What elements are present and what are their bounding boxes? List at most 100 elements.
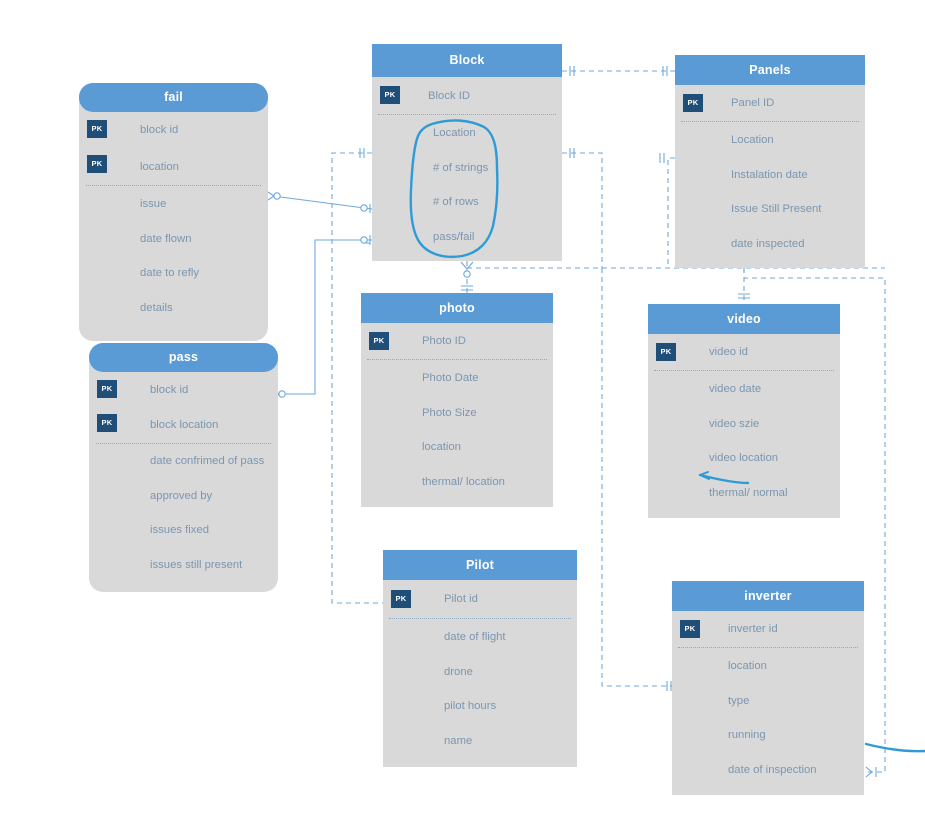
pk-badge: PK — [87, 155, 107, 173]
entity-block-attribute-row[interactable]: # of strings — [372, 151, 562, 186]
entity-block-attribute-row[interactable]: pass/fail — [372, 220, 562, 255]
key-separator — [378, 114, 556, 115]
entity-pass-attribute-row[interactable]: issues still present — [89, 548, 278, 583]
attribute-label: Issue Still Present — [731, 203, 822, 216]
attribute-label: Location — [731, 134, 774, 147]
attribute-label: date confrimed of pass — [150, 455, 265, 468]
entity-fail-attribute-row[interactable]: issue — [79, 187, 268, 222]
entity-panels-attribute-row[interactable]: Instalation date — [675, 158, 865, 193]
key-separator — [86, 185, 261, 186]
entity-video-key-row[interactable]: PK video id — [648, 334, 840, 370]
attribute-label: video szie — [709, 417, 760, 430]
entity-fail[interactable]: fail PK block id PK location issue date … — [79, 83, 268, 341]
entity-fail-key-row[interactable]: PK block id — [79, 112, 268, 148]
entity-inverter-title: inverter — [672, 581, 864, 611]
attribute-label: block id — [140, 124, 179, 136]
edge-stroke-annotation-icon — [864, 742, 925, 753]
attribute-label: issues still present — [150, 558, 243, 571]
entity-pass[interactable]: pass PK block id PK block location date … — [89, 343, 278, 592]
entity-photo-attribute-row[interactable]: Photo Size — [361, 396, 553, 431]
entity-pilot[interactable]: Pilot PK Pilot id date of flight drone p… — [383, 550, 577, 767]
entity-panels-attribute-row[interactable]: Issue Still Present — [675, 192, 865, 227]
attribute-label: date of flight — [444, 631, 506, 644]
entity-video-attribute-row[interactable]: video szie — [648, 407, 840, 442]
entity-panels-body: PK Panel ID Location Instalation date Is… — [675, 85, 865, 261]
attribute-label: Panel ID — [731, 97, 775, 109]
entity-fail-key-row[interactable]: PK location — [79, 148, 268, 185]
entity-photo-attribute-row[interactable]: location — [361, 430, 553, 465]
entity-photo-attribute-row[interactable]: Photo Date — [361, 361, 553, 396]
entity-video-attribute-row[interactable]: video date — [648, 372, 840, 407]
attribute-label: location — [728, 660, 767, 673]
entity-pass-attribute-row[interactable]: approved by — [89, 479, 278, 514]
entity-photo[interactable]: photo PK Photo ID Photo Date Photo Size … — [361, 293, 553, 507]
entity-photo-attribute-row[interactable]: thermal/ location — [361, 465, 553, 500]
entity-fail-body: PK block id PK location issue date flown… — [79, 112, 268, 325]
attribute-label: thermal/ location — [422, 475, 505, 488]
entity-fail-title: fail — [79, 83, 268, 112]
entity-panels-title: Panels — [675, 55, 865, 85]
entity-pass-key-row[interactable]: PK block id — [89, 372, 278, 407]
entity-block-attribute-row[interactable]: # of rows — [372, 185, 562, 220]
attribute-label: video location — [709, 452, 779, 465]
entity-pilot-body: PK Pilot id date of flight drone pilot h… — [383, 580, 577, 758]
pk-badge: PK — [380, 86, 400, 104]
entity-inverter-attribute-row[interactable]: date of inspection — [672, 753, 864, 788]
attribute-label: date flown — [140, 232, 192, 245]
attribute-label: Photo Date — [422, 372, 479, 385]
entity-pass-attribute-row[interactable]: date confrimed of pass — [89, 444, 278, 479]
entity-inverter[interactable]: inverter PK inverter id location type ru… — [672, 581, 864, 795]
pk-badge: PK — [97, 414, 117, 432]
entity-panels-key-row[interactable]: PK Panel ID — [675, 85, 865, 121]
entity-block-key-row[interactable]: PK Block ID — [372, 77, 562, 114]
relationship-fail-block — [267, 191, 373, 213]
entity-inverter-key-row[interactable]: PK inverter id — [672, 611, 864, 647]
attribute-label: pass/fail — [433, 230, 475, 243]
entity-fail-attribute-row[interactable]: date flown — [79, 222, 268, 257]
entity-pilot-attribute-row[interactable]: pilot hours — [383, 689, 577, 724]
attribute-label: Block ID — [428, 89, 471, 102]
entity-pilot-attribute-row[interactable]: date of flight — [383, 620, 577, 655]
entity-pilot-title: Pilot — [383, 550, 577, 580]
attribute-label: details — [140, 301, 173, 314]
entity-inverter-attribute-row[interactable]: running — [672, 718, 864, 753]
attribute-label: pilot hours — [444, 700, 497, 713]
entity-photo-body: PK Photo ID Photo Date Photo Size locati… — [361, 323, 553, 499]
entity-pilot-attribute-row[interactable]: name — [383, 724, 577, 759]
attribute-label: # of strings — [433, 161, 489, 174]
attribute-label: date of inspection — [728, 763, 817, 776]
attribute-label: location — [140, 160, 179, 173]
attribute-label: date to refly — [140, 267, 200, 280]
entity-video[interactable]: video PK video id video date video szie … — [648, 304, 840, 518]
attribute-label: issues fixed — [150, 524, 210, 537]
entity-block-body: PK Block ID Location # of strings # of r… — [372, 77, 562, 254]
entity-block-title: Block — [372, 44, 562, 77]
entity-photo-key-row[interactable]: PK Photo ID — [361, 323, 553, 359]
entity-panels[interactable]: Panels PK Panel ID Location Instalation … — [675, 55, 865, 268]
pk-badge: PK — [680, 620, 700, 638]
entity-pilot-key-row[interactable]: PK Pilot id — [383, 580, 577, 618]
entity-inverter-attribute-row[interactable]: location — [672, 649, 864, 684]
relationship-block-panels — [562, 66, 675, 76]
relationship-block-photo — [460, 261, 474, 293]
entity-fail-attribute-row[interactable]: date to refly — [79, 256, 268, 291]
entity-fail-attribute-row[interactable]: details — [79, 291, 268, 326]
entity-block[interactable]: Block PK Block ID Location # of strings … — [372, 44, 562, 261]
entity-panels-attribute-row[interactable]: date inspected — [675, 227, 865, 262]
pk-badge: PK — [683, 94, 703, 112]
attribute-label: Instalation date — [731, 168, 808, 181]
entity-pass-attribute-row[interactable]: issues fixed — [89, 513, 278, 548]
entity-inverter-body: PK inverter id location type running dat… — [672, 611, 864, 787]
entity-pass-title: pass — [89, 343, 278, 372]
entity-block-attribute-row[interactable]: Location — [372, 116, 562, 151]
entity-pilot-attribute-row[interactable]: drone — [383, 655, 577, 690]
entity-inverter-attribute-row[interactable]: type — [672, 684, 864, 719]
attribute-label: approved by — [150, 489, 213, 502]
entity-panels-attribute-row[interactable]: Location — [675, 123, 865, 158]
entity-video-attribute-row[interactable]: thermal/ normal — [648, 476, 840, 511]
entity-photo-title: photo — [361, 293, 553, 323]
attribute-label: inverter id — [728, 623, 778, 635]
entity-pass-key-row[interactable]: PK block location — [89, 407, 278, 442]
entity-video-attribute-row[interactable]: video location — [648, 441, 840, 476]
key-separator — [389, 618, 571, 619]
